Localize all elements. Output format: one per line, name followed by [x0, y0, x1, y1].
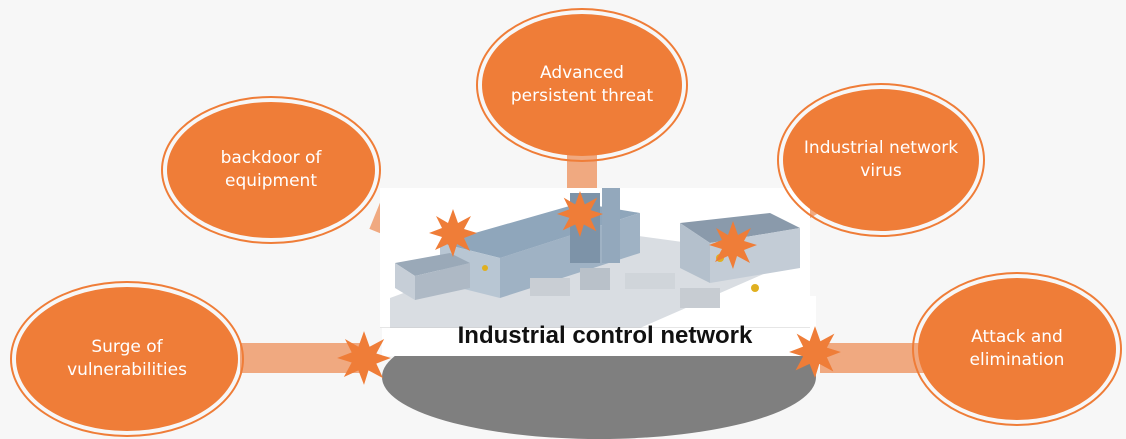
factory-illustration — [380, 188, 810, 328]
node-apt-label: Advanced persistent threat — [510, 63, 654, 106]
node-virus: Industrial network virus — [777, 83, 985, 237]
impact-burst-icon — [789, 326, 841, 378]
node-backdoor: backdoor of equipment — [161, 96, 381, 244]
node-attack: Attack and elimination — [912, 272, 1122, 426]
node-surge: Surge of vulnerabilities — [10, 281, 244, 437]
connector-attack — [820, 343, 930, 373]
node-virus-label: Industrial network virus — [803, 138, 959, 181]
impact-burst-icon — [337, 331, 391, 385]
impact-burst-icon — [429, 209, 477, 257]
node-attack-label: Attack and elimination — [969, 327, 1065, 370]
impact-burst-icon — [709, 221, 757, 269]
node-apt: Advanced persistent threat — [476, 8, 688, 162]
node-backdoor-label: backdoor of equipment — [220, 148, 322, 191]
node-surge-label: Surge of vulnerabilities — [67, 337, 187, 380]
center-title: Industrial control network — [457, 322, 753, 349]
impact-burst-icon — [556, 190, 604, 238]
